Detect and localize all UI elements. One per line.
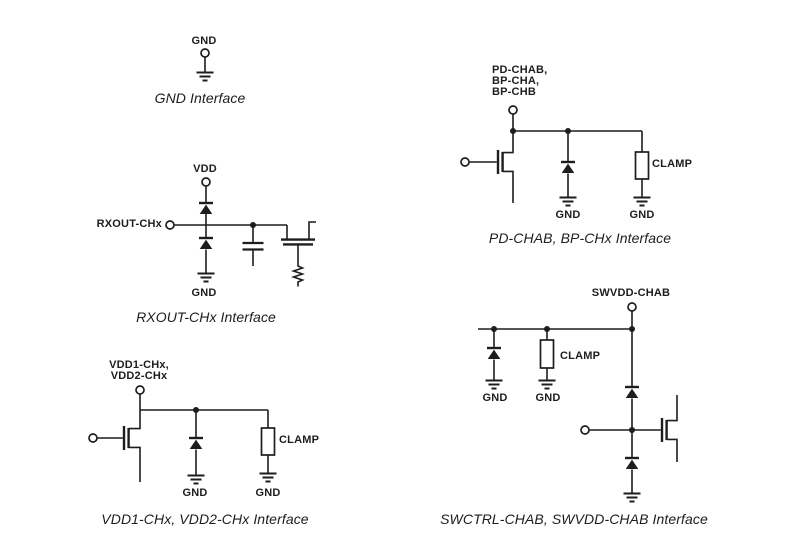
- terminal-circle: [201, 177, 211, 187]
- pin-label-swvdd-chab: SWVDD-CHAB: [591, 287, 671, 299]
- gnd-label: GND: [629, 209, 655, 221]
- ground-symbol: [537, 379, 557, 390]
- terminal-circle: [580, 425, 590, 435]
- clamp-label: CLAMP: [560, 350, 601, 362]
- terminal-circle: [200, 48, 210, 58]
- ground-symbol: [258, 472, 278, 483]
- esd-diode: [559, 160, 577, 175]
- clamp-box: [634, 151, 650, 180]
- pin-label-rxout-chx: RXOUT-CHx: [96, 218, 162, 230]
- terminal-circle: [88, 433, 98, 443]
- ground-symbol: [196, 272, 216, 283]
- pdchab-circuit: [460, 105, 652, 207]
- terminal-circle: [135, 385, 145, 395]
- resistor: [290, 264, 306, 287]
- terminal-circle: [508, 105, 518, 115]
- gnd-interface-circuit: [195, 48, 215, 82]
- caption-gnd: GND Interface: [154, 90, 246, 106]
- caption-rxout: RXOUT-CHx Interface: [136, 309, 276, 325]
- terminal-circle: [165, 220, 175, 230]
- ground-symbol: [484, 379, 504, 390]
- pin-label-vdd2-chx: VDD2-CHx: [110, 370, 168, 382]
- ground-symbol: [632, 196, 652, 207]
- terminal-circle: [460, 157, 470, 167]
- ground-symbol: [558, 196, 578, 207]
- pin-label-vdd: VDD: [193, 163, 217, 175]
- esd-diode: [187, 436, 205, 451]
- mos-transistor: [88, 410, 141, 482]
- mos-transistor: [580, 395, 678, 462]
- clamp-box: [539, 339, 555, 369]
- gnd-label: GND: [555, 209, 581, 221]
- rxout-circuit: [165, 177, 316, 287]
- ground-symbol: [195, 71, 215, 82]
- caption-pdchab: PD-CHAB, BP-CHx Interface: [488, 230, 672, 246]
- esd-diode: [623, 456, 641, 471]
- vdd12-circuit: [88, 385, 278, 485]
- ground-symbol: [186, 474, 206, 485]
- capacitor: [242, 225, 264, 266]
- gnd-label: GND: [191, 287, 217, 299]
- swvdd-circuit: [478, 302, 678, 503]
- caption-vdd12: VDD1-CHx, VDD2-CHx Interface: [101, 511, 309, 527]
- pin-label-gnd: GND: [191, 35, 217, 47]
- caption-swvdd: SWCTRL-CHAB, SWVDD-CHAB Interface: [440, 511, 708, 527]
- gnd-label: GND: [535, 392, 561, 404]
- esd-diode: [197, 201, 215, 216]
- esd-diode: [623, 385, 641, 400]
- gnd-label: GND: [182, 487, 208, 499]
- clamp-label: CLAMP: [279, 434, 320, 446]
- mos-transistor: [460, 131, 514, 203]
- ground-symbol: [622, 492, 642, 503]
- gnd-label: GND: [482, 392, 508, 404]
- gnd-label: GND: [255, 487, 281, 499]
- esd-diode: [485, 346, 503, 361]
- esd-diode: [197, 236, 215, 251]
- clamp-label: CLAMP: [652, 158, 693, 170]
- pin-label-vdd1-chx: VDD1-CHx,: [109, 359, 169, 371]
- terminal-circle: [627, 302, 637, 312]
- pin-label-bp-cha: BP-CHA,: [492, 75, 540, 87]
- clamp-box: [260, 427, 276, 456]
- pin-label-pd-chab: PD-CHAB,: [492, 64, 548, 76]
- mos-transistor: [281, 221, 316, 264]
- pin-label-bp-chb: BP-CHB: [492, 86, 536, 98]
